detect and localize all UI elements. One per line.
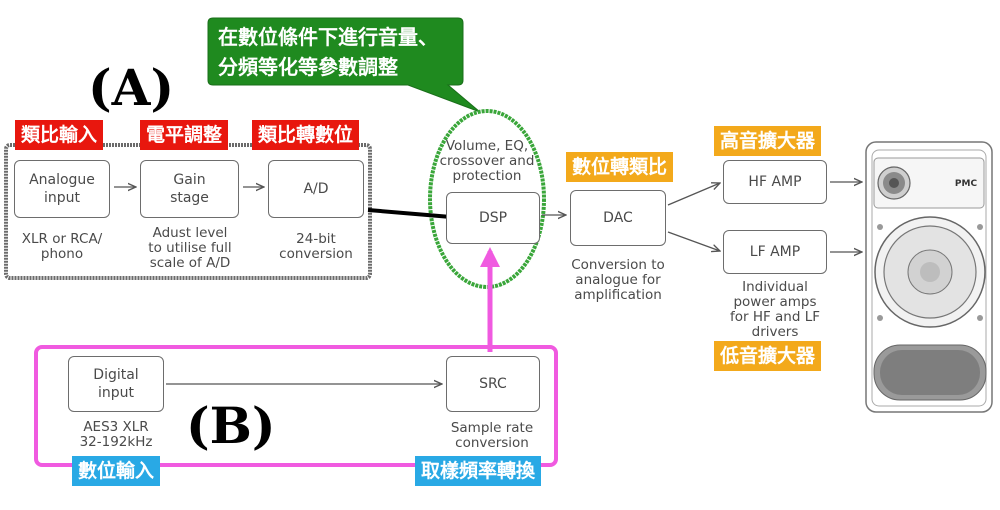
block-analogue-input: Analogue input xyxy=(14,160,110,218)
block-ad: A/D xyxy=(268,160,364,218)
block-gain-stage: Gain stage xyxy=(140,160,239,218)
tag-analog-input: 類比輸入 xyxy=(15,120,104,150)
caption-analogue-input: XLR or RCA/ phono xyxy=(21,231,103,262)
caption-ad: 24-bit conversion xyxy=(279,231,353,262)
callout-line-2: 分頻等化等參數調整 xyxy=(218,55,398,79)
speaker-logo: PMC xyxy=(955,179,978,189)
arrow-dac-to-hf xyxy=(667,183,720,206)
block-src: SRC xyxy=(446,356,540,412)
caption-gain-stage: Adust level to utilise full scale of A/D xyxy=(148,225,232,271)
block-lf-amp: LF AMP xyxy=(723,230,827,274)
caption-digital-input: AES3 XLR 32-192kHz xyxy=(79,419,153,450)
callout-bubble xyxy=(207,17,481,113)
block-dac: DAC xyxy=(570,190,666,246)
tag-level-adjust: 電平調整 xyxy=(140,120,229,150)
caption-dsp: Volume, EQ, crossover and protection xyxy=(439,138,535,184)
block-hf-amp: HF AMP xyxy=(723,160,827,204)
section-a-label: (A) xyxy=(88,58,175,117)
callout-line-1: 在數位條件下進行音量、 xyxy=(218,25,438,49)
block-digital-input: Digital input xyxy=(68,356,164,412)
caption-src: Sample rate conversion xyxy=(450,420,534,451)
tag-adc: 類比轉數位 xyxy=(252,120,360,150)
tag-lf-amp: 低音擴大器 xyxy=(714,341,822,371)
digital-section-frame xyxy=(34,345,558,467)
tag-hf-amp: 高音擴大器 xyxy=(714,126,822,156)
tag-dac: 數位轉類比 xyxy=(566,152,674,182)
arrow-dac-to-lf xyxy=(667,231,720,251)
section-b-label: (B) xyxy=(186,396,276,455)
caption-dac: Conversion to analogue for amplification xyxy=(571,257,665,303)
tag-src: 取樣頻率轉換 xyxy=(415,456,542,486)
caption-amps: Individual power amps for HF and LF driv… xyxy=(729,279,821,340)
speaker-illustration: PMC xyxy=(865,141,993,413)
dsp-highlight-ring xyxy=(428,109,546,289)
block-dsp: DSP xyxy=(446,192,540,244)
tag-digital-input: 數位輸入 xyxy=(72,456,161,486)
